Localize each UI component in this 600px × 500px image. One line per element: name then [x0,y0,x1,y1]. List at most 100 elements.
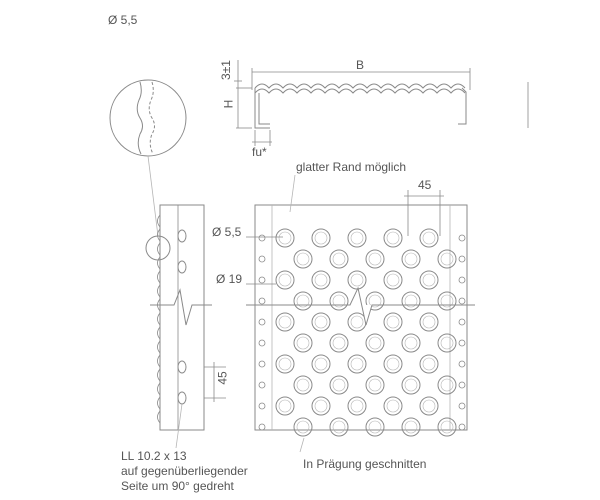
large-hole [419,354,439,374]
large-hole [347,228,367,248]
large-hole [329,249,349,269]
side-edge-view [145,204,226,449]
large-hole [401,291,421,311]
slot-note-line-1: LL 10.2 x 13 [121,449,187,463]
detail-edge-curve-2 [148,81,155,155]
large-hole [365,249,385,269]
large-hole-rim [368,336,382,350]
large-hole-rim [386,315,400,329]
large-hole [293,417,313,437]
side-break-line [150,288,212,326]
large-hole-rim [296,336,310,350]
side-embossing [157,228,161,242]
large-hole [437,375,457,395]
right-flange [458,87,467,125]
large-hole [401,333,421,353]
large-hole-rim [386,399,400,413]
large-hole [329,291,349,311]
large-hole [437,333,457,353]
cut-in-embossing-label: In Prägung geschnitten [303,457,427,471]
small-hole [458,276,466,284]
large-hole [275,312,295,332]
large-hole [275,396,295,416]
small-hole [458,318,466,326]
large-hole-rim [332,420,346,434]
large-hole [311,228,331,248]
detail-leader-line [147,155,159,237]
large-hole [311,270,331,290]
small-hole [258,339,266,347]
large-hole-rim [332,378,346,392]
slot-hole [177,229,187,243]
large-hole-rim [314,231,328,245]
large-hole-rim [296,252,310,266]
smooth-edge-label: glatter Rand möglich [296,160,407,174]
large-hole [293,333,313,353]
side-embossing [157,214,161,228]
large-hole-rim [368,420,382,434]
side-embossing [157,382,161,396]
large-hole-rim [440,378,454,392]
pitch-top-label: 45 [418,178,432,192]
large-hole-rim [332,252,346,266]
side-embossing [157,410,161,424]
large-hole-rim [422,399,436,413]
large-hole [383,312,403,332]
small-hole [458,234,466,242]
large-hole [275,270,295,290]
large-hole-rim [314,315,328,329]
large-hole-rim [314,399,328,413]
cut-leader [299,437,305,453]
large-hole-rim [404,336,418,350]
large-hole-rim [350,273,364,287]
embossed-profile-top [254,83,466,89]
detail-circle [109,79,187,157]
large-hole-diameter-label: Ø 19 [216,272,243,286]
large-hole [401,375,421,395]
large-hole [293,249,313,269]
large-hole-rim [422,273,436,287]
large-hole [437,249,457,269]
slot-hole [177,391,187,405]
large-hole-rim [368,294,382,308]
large-hole [293,375,313,395]
small-hole [458,360,466,368]
large-hole-rim [404,378,418,392]
side-embossing [157,284,161,298]
large-hole-rim [404,420,418,434]
large-hole [311,396,331,416]
small-hole [258,318,266,326]
large-hole [365,417,385,437]
large-hole [365,333,385,353]
large-hole-rim [386,231,400,245]
large-hole-rim [296,378,310,392]
large-hole [365,291,385,311]
slot-note-line-3: Seite um 90° gedreht [121,479,234,493]
large-hole [437,417,457,437]
large-hole [401,249,421,269]
large-hole-rim [278,231,292,245]
large-hole [347,396,367,416]
side-embossing [157,396,161,410]
small-hole [458,423,466,431]
pitch-side-label: 45 [215,371,230,385]
large-hole-rim [422,357,436,371]
large-hole-rim [350,357,364,371]
large-hole [347,354,367,374]
slot-hole [177,260,187,274]
large-hole [293,291,313,311]
side-embossing [157,242,161,256]
large-hole [383,228,403,248]
height-label: H [221,99,236,109]
large-hole [365,375,385,395]
large-hole-rim [314,273,328,287]
slot-hole [177,360,187,374]
small-hole [258,381,266,389]
side-embossing [157,256,161,270]
large-hole-rim [350,315,364,329]
large-hole [419,270,439,290]
large-hole-rim [350,231,364,245]
small-hole [258,297,266,305]
large-hole [275,354,295,374]
large-hole [329,333,349,353]
